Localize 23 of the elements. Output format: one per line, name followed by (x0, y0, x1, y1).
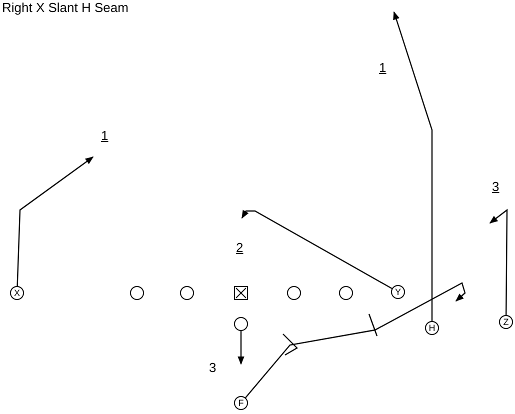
route-number: 3 (492, 179, 500, 194)
route-number: 1 (379, 60, 386, 75)
lineman-circle (180, 286, 194, 300)
route-number: 2 (236, 240, 244, 255)
player-circle: Y (391, 285, 405, 299)
route-arrow (489, 208, 508, 315)
player-circle: Z (499, 315, 513, 329)
lineman-circle (287, 286, 301, 300)
player-circle: X (10, 286, 24, 300)
route-arrow (16, 156, 94, 286)
route-number: 3 (209, 360, 216, 375)
lineman-circle (234, 317, 248, 331)
route-arrow (241, 210, 392, 290)
route-arrow (238, 331, 244, 365)
player-circle: H (425, 321, 439, 335)
route-arrow (245, 282, 466, 398)
lineman-circle (130, 286, 144, 300)
lineman-circle (339, 286, 353, 300)
route-number: 1 (101, 128, 108, 143)
player-circle: F (234, 396, 248, 410)
center-box (234, 286, 248, 300)
play-title: Right X Slant H Seam (2, 0, 128, 15)
route-arrow (393, 11, 433, 321)
